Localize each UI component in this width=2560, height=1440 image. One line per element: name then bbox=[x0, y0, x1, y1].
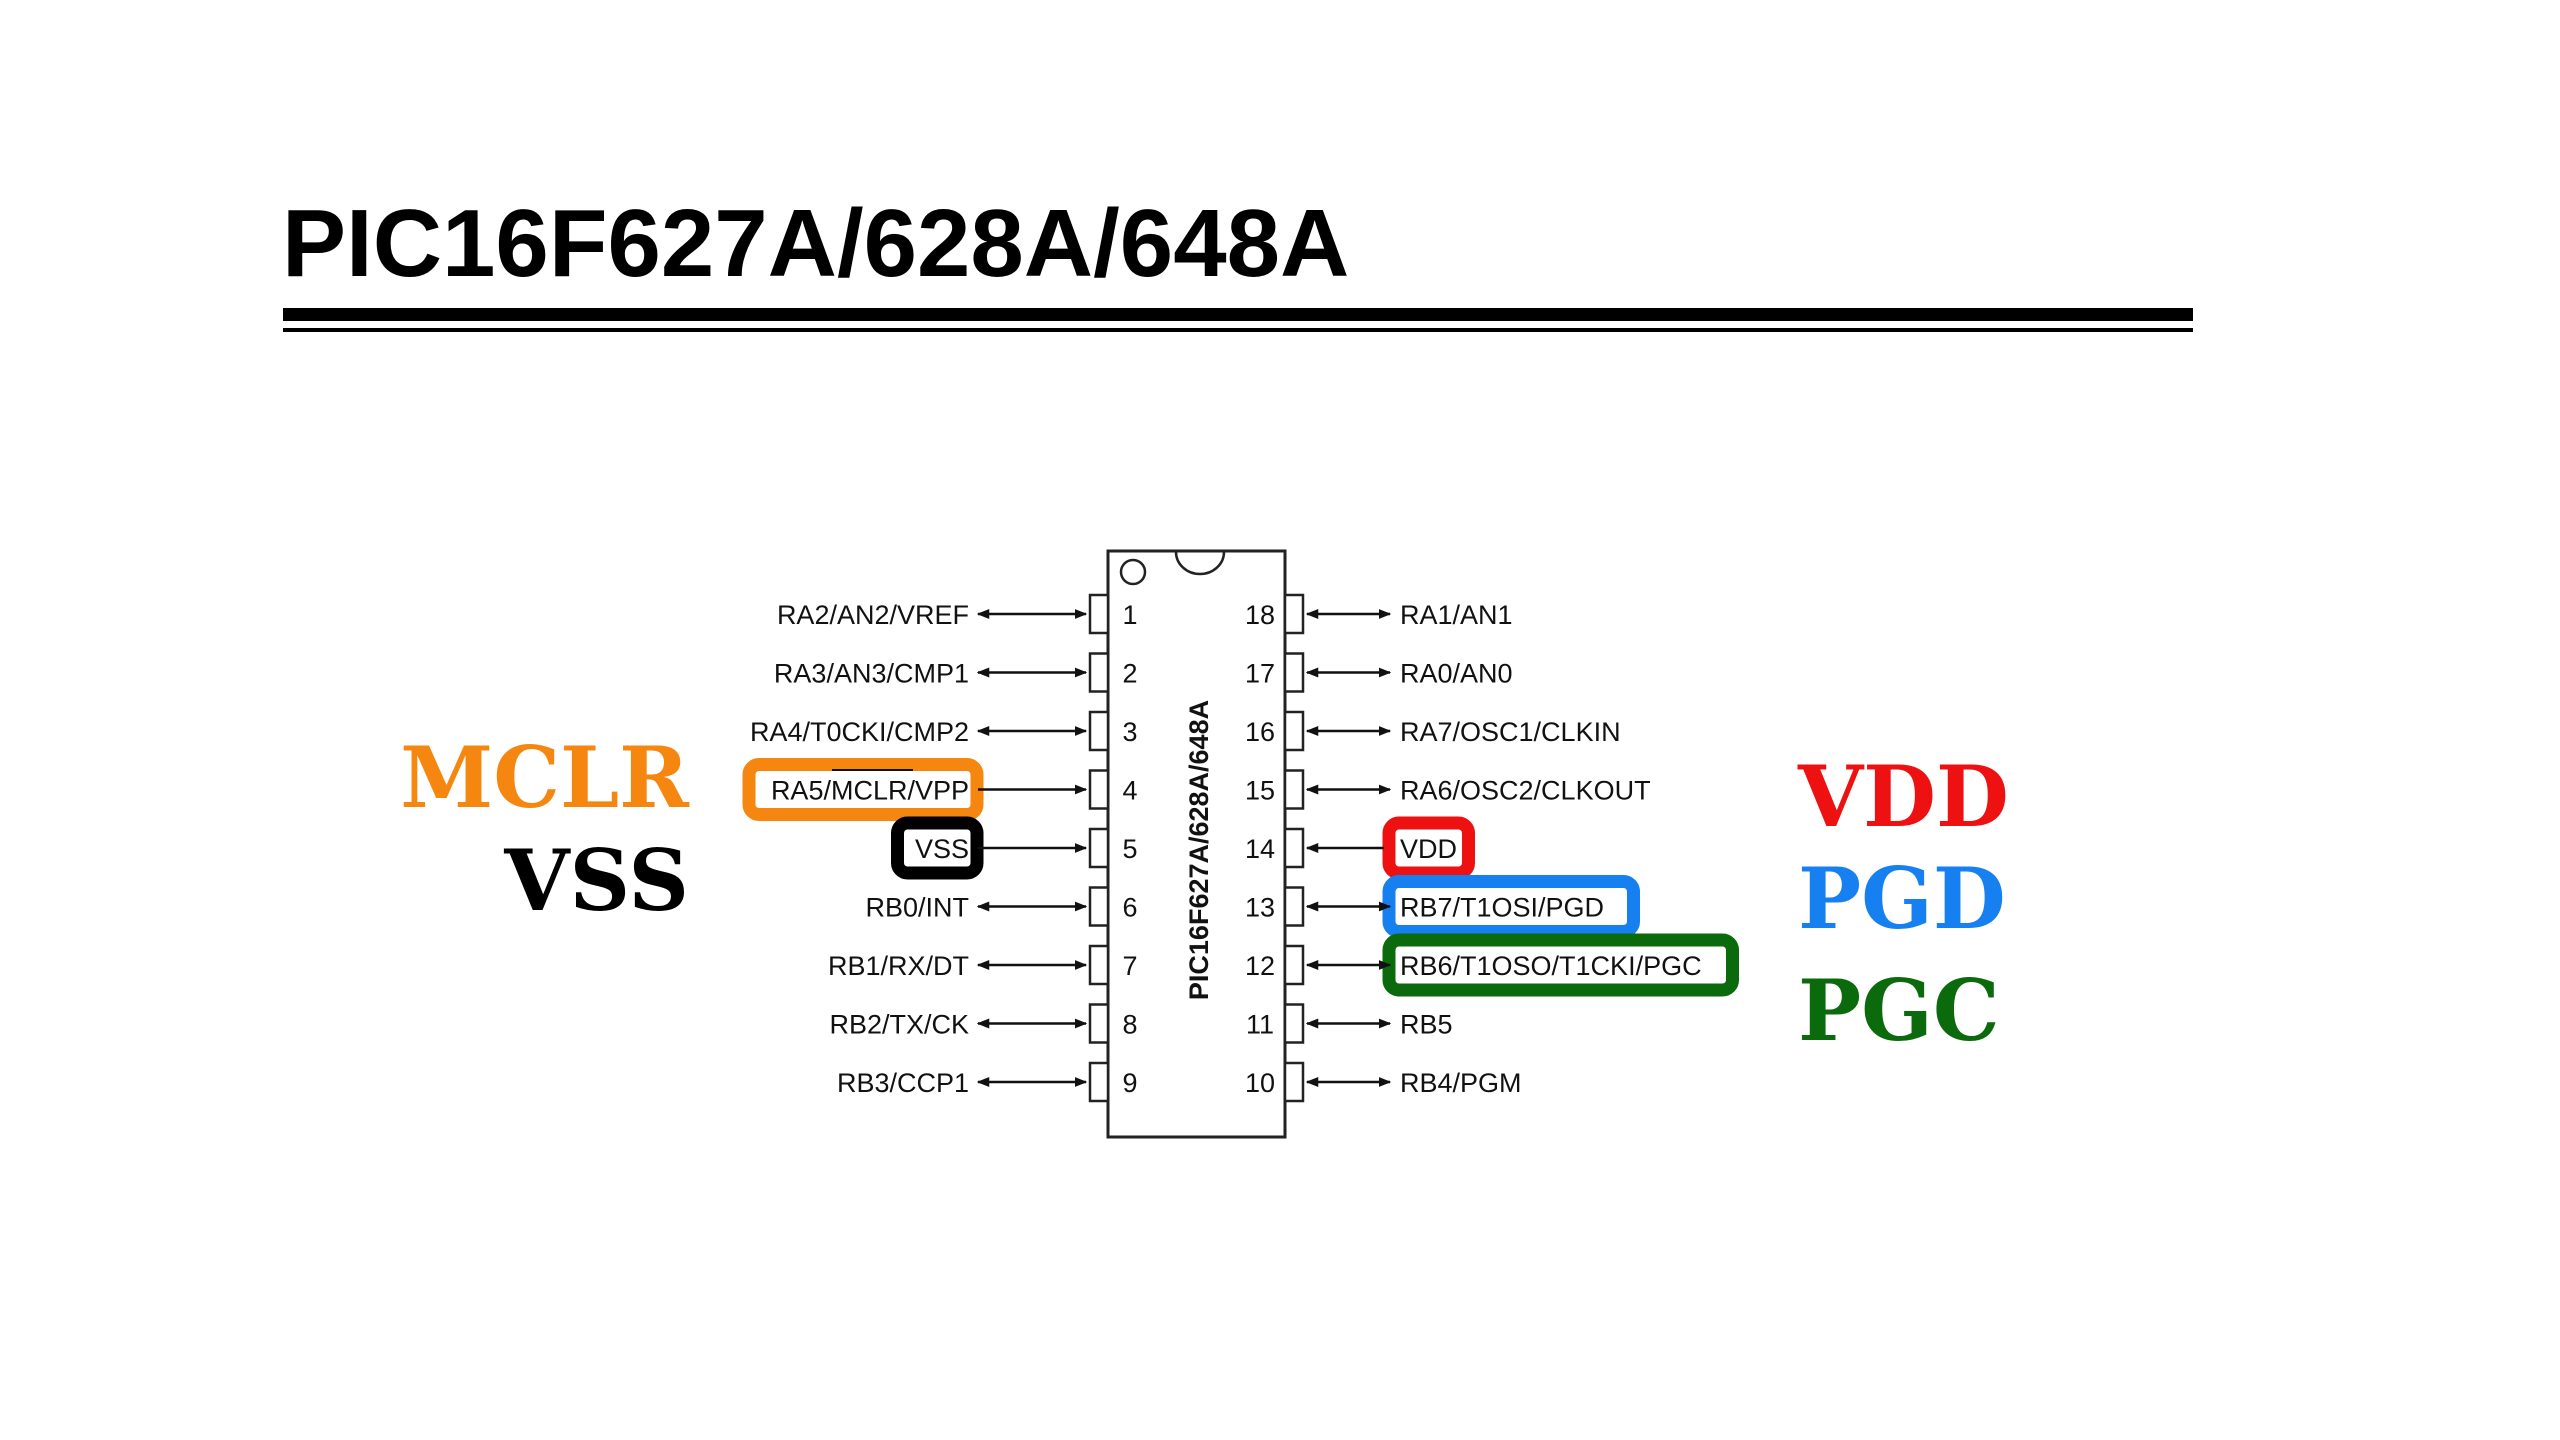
pin-lead bbox=[1283, 710, 1305, 752]
page-title: PIC16F627A/628A/648A bbox=[282, 190, 1349, 297]
pin-label: RB0/INT bbox=[865, 893, 969, 923]
pin-number: 4 bbox=[1122, 776, 1137, 806]
pin-number: 8 bbox=[1122, 1010, 1137, 1040]
pin-lead bbox=[1283, 827, 1305, 869]
pin-label: VDD bbox=[1400, 834, 1457, 864]
pins: 1 RA2/AN2/VREF 2 RA3/AN3/CMP1 3 RA4/T0CKI/CMP… bbox=[750, 593, 1702, 1103]
highlight-box bbox=[891, 816, 984, 880]
pin-number: 13 bbox=[1245, 893, 1275, 923]
title-rule-thick bbox=[283, 308, 2193, 321]
pin-lead bbox=[1088, 593, 1110, 635]
pin-label: RA4/T0CKI/CMP2 bbox=[750, 717, 969, 747]
pin-number: 10 bbox=[1245, 1068, 1275, 1098]
pin-8: 8 RB2/TX/CK bbox=[829, 1003, 1138, 1044]
pin-17: 17 RA0/AN0 bbox=[1245, 652, 1513, 693]
pin-lead bbox=[1088, 886, 1110, 927]
pin-number: 9 bbox=[1122, 1068, 1137, 1098]
pin-label: RB3/CCP1 bbox=[837, 1068, 969, 1098]
pin-number: 1 bbox=[1122, 600, 1137, 630]
pin-lead bbox=[1283, 769, 1305, 810]
pin-15: 15 RA6/OSC2/CLKOUT bbox=[1245, 769, 1651, 810]
pin-label: RA1/AN1 bbox=[1400, 600, 1513, 630]
highlight-box bbox=[1382, 816, 1475, 880]
callout-vss: VSS bbox=[503, 831, 689, 930]
pin-number: 15 bbox=[1245, 776, 1275, 806]
pin-number: 16 bbox=[1245, 717, 1275, 747]
pin-number: 17 bbox=[1245, 659, 1275, 689]
pin-14: 14 VDD bbox=[1245, 827, 1457, 869]
pin1-marker bbox=[1119, 558, 1147, 586]
pin-16: 16 RA7/OSC1/CLKIN bbox=[1245, 710, 1621, 752]
pin-11: 11 RB5 bbox=[1246, 1003, 1453, 1044]
pin-1: 1 RA2/AN2/VREF bbox=[777, 593, 1138, 635]
pin-number: 7 bbox=[1122, 951, 1137, 981]
pin-number: 18 bbox=[1245, 600, 1275, 630]
pin-label: RB2/TX/CK bbox=[829, 1010, 969, 1040]
title-rule-thin bbox=[283, 328, 2193, 332]
pin-number: 6 bbox=[1122, 893, 1137, 923]
pin-6: 6 RB0/INT bbox=[865, 886, 1138, 927]
pin-number: 2 bbox=[1122, 659, 1137, 689]
callout-pgd: PGD bbox=[1798, 849, 2006, 948]
pin-3: 3 RA4/T0CKI/CMP2 bbox=[750, 710, 1138, 752]
pin-lead bbox=[1088, 1003, 1110, 1044]
chip-notch bbox=[1174, 551, 1226, 576]
pin-lead bbox=[1283, 944, 1305, 986]
chip-name: PIC16F627A/628A/648A bbox=[1184, 700, 1214, 1000]
pin-18: 18 RA1/AN1 bbox=[1245, 593, 1513, 635]
pin-4: 4 RA5/MCLR/VPP bbox=[771, 769, 1138, 810]
pin-7: 7 RB1/RX/DT bbox=[828, 944, 1138, 986]
pin-number: 3 bbox=[1122, 717, 1137, 747]
pin-label: VSS bbox=[915, 834, 969, 864]
pin-lead bbox=[1088, 710, 1110, 752]
pin-number: 12 bbox=[1245, 951, 1275, 981]
pin-2: 2 RA3/AN3/CMP1 bbox=[774, 652, 1138, 693]
pin-label: RB5 bbox=[1400, 1010, 1453, 1040]
pin-number: 14 bbox=[1245, 834, 1275, 864]
pin-label: RB7/T1OSI/PGD bbox=[1400, 893, 1604, 923]
pin-label: RB1/RX/DT bbox=[828, 951, 969, 981]
pin-lead bbox=[1283, 593, 1305, 635]
pin-lead bbox=[1283, 652, 1305, 693]
pin-lead bbox=[1283, 886, 1305, 927]
pin-9: 9 RB3/CCP1 bbox=[837, 1061, 1138, 1103]
pin-label: RB6/T1OSO/T1CKI/PGC bbox=[1400, 951, 1702, 981]
pin-lead bbox=[1088, 944, 1110, 986]
pin-label: RA6/OSC2/CLKOUT bbox=[1400, 776, 1651, 806]
pin-number: 11 bbox=[1246, 1010, 1274, 1040]
pin-lead bbox=[1283, 1061, 1305, 1103]
pin-label: RB4/PGM bbox=[1400, 1068, 1522, 1098]
pin-label: RA7/OSC1/CLKIN bbox=[1400, 717, 1621, 747]
highlight-box bbox=[742, 758, 984, 821]
pin-lead bbox=[1088, 769, 1110, 810]
pin-number: 5 bbox=[1122, 834, 1137, 864]
pin-lead bbox=[1088, 652, 1110, 693]
pin-13: 13 RB7/T1OSI/PGD bbox=[1245, 886, 1604, 927]
callout-pgc: PGC bbox=[1798, 961, 2000, 1060]
pin-12: 12 RB6/T1OSO/T1CKI/PGC bbox=[1245, 944, 1702, 986]
pin-label: RA0/AN0 bbox=[1400, 659, 1513, 689]
callout-vdd: VDD bbox=[1797, 747, 2009, 846]
pin-label: RA5/MCLR/VPP bbox=[771, 776, 969, 806]
pin-5: 5 VSS bbox=[915, 827, 1138, 869]
pin-lead bbox=[1088, 827, 1110, 869]
callout-mclr: MCLR bbox=[400, 728, 690, 827]
pin-lead bbox=[1283, 1003, 1305, 1044]
pin-label: RA3/AN3/CMP1 bbox=[774, 659, 969, 689]
pin-label: RA2/AN2/VREF bbox=[777, 600, 969, 630]
pin-10: 10 RB4/PGM bbox=[1245, 1061, 1522, 1103]
pin-lead bbox=[1088, 1061, 1110, 1103]
